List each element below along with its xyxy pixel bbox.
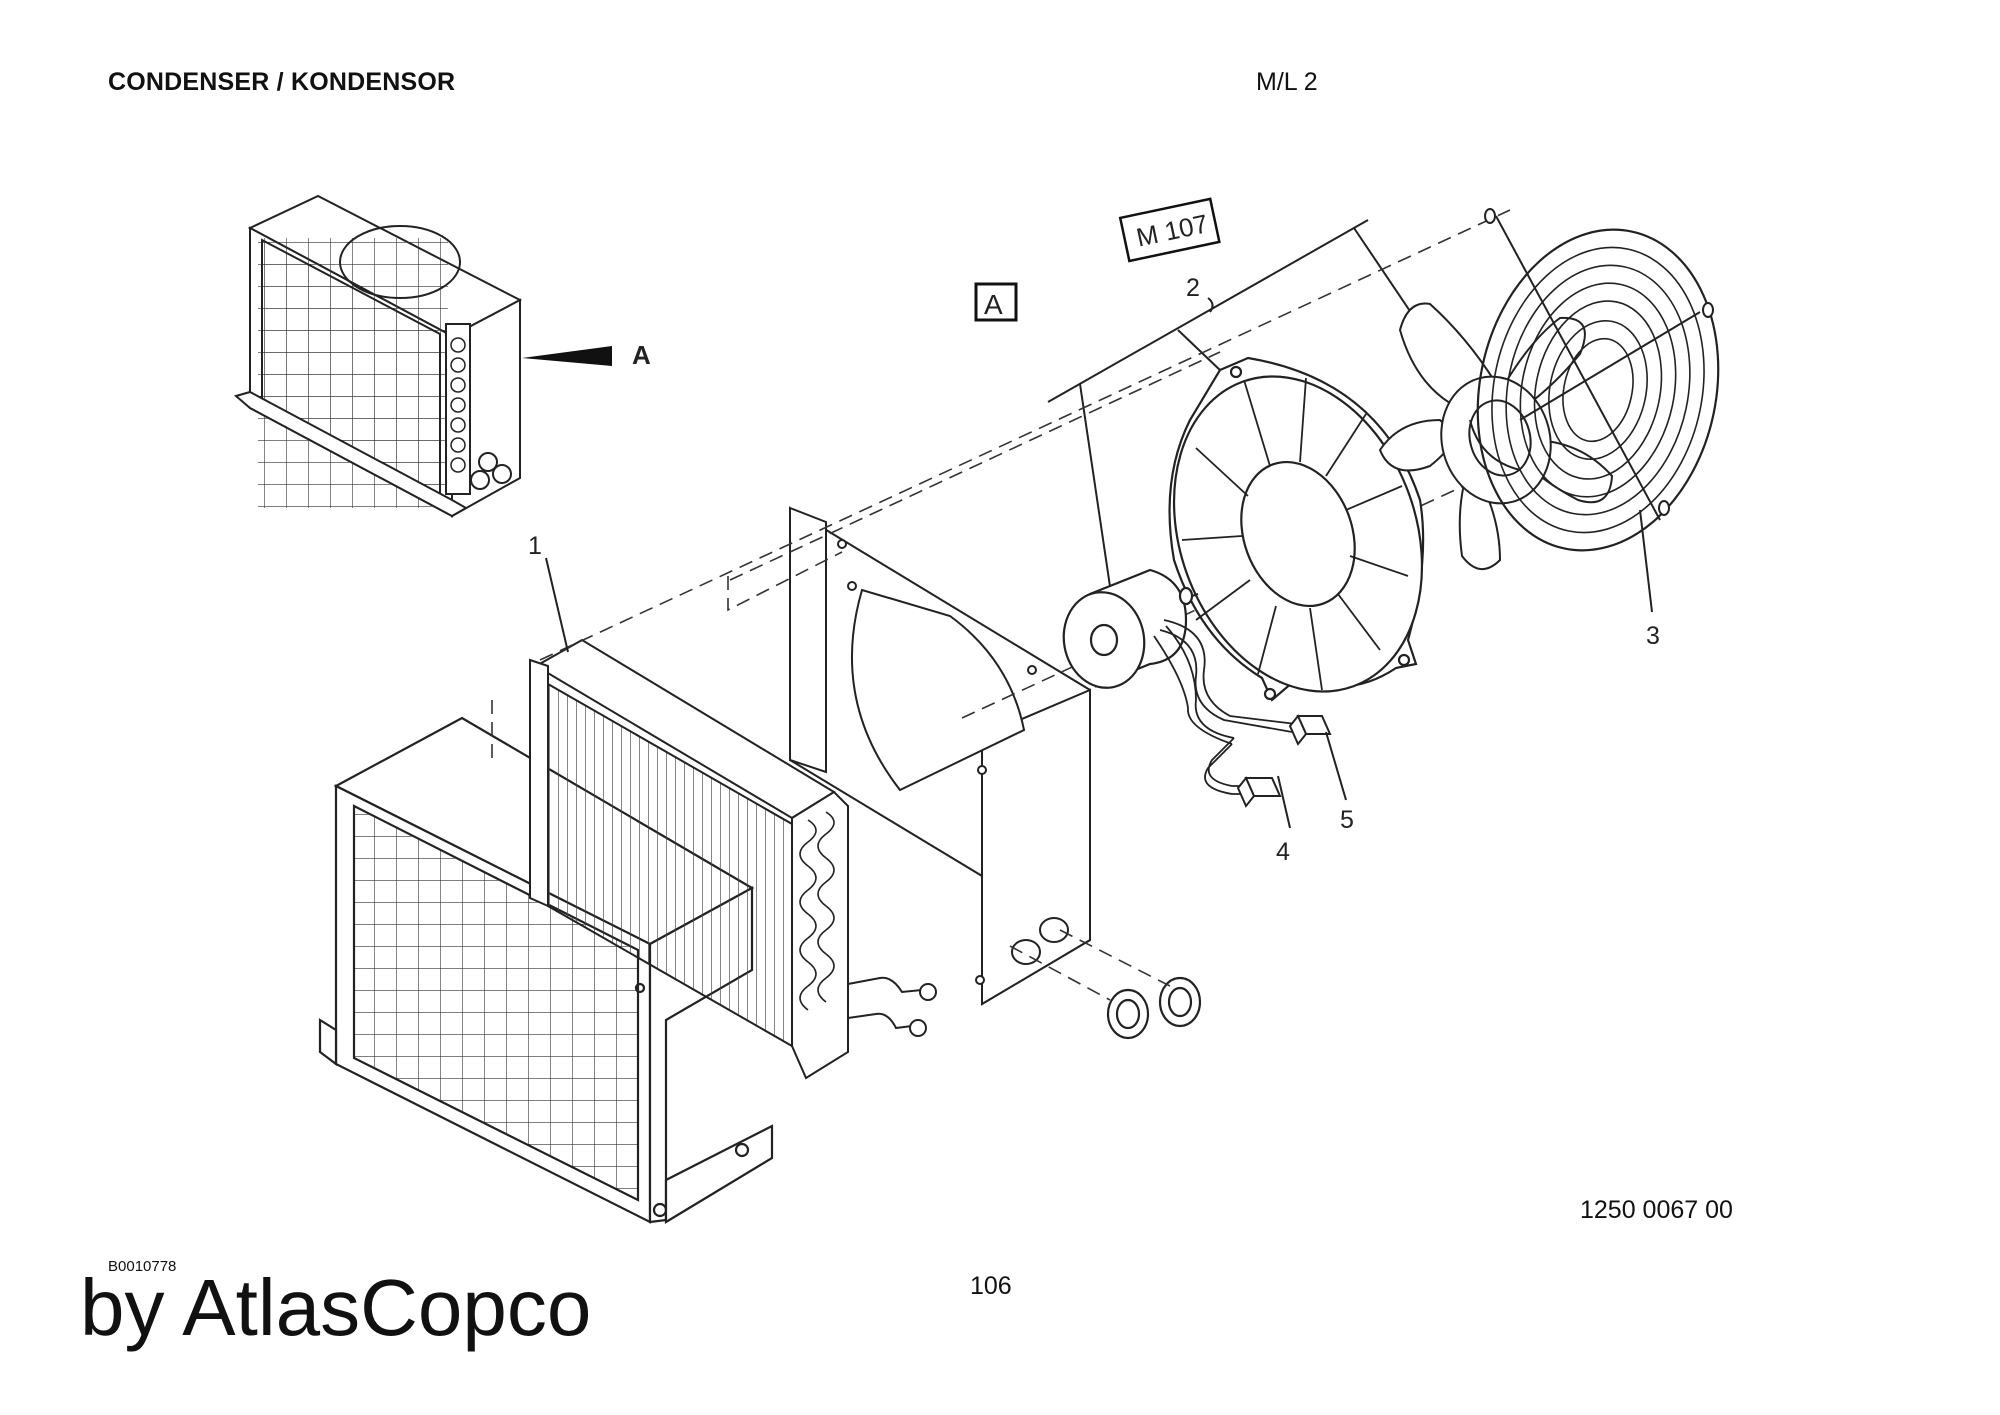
view-arrow bbox=[522, 346, 612, 366]
brand-watermark: by AtlasCopco bbox=[80, 1263, 592, 1352]
view-arrow-label: A bbox=[632, 340, 651, 370]
fan-guard bbox=[1476, 208, 1720, 552]
callout-leaders bbox=[545, 509, 1653, 829]
image-code: B0010778 bbox=[108, 1258, 177, 1275]
page-number: 106 bbox=[970, 1272, 1012, 1300]
motor-wires bbox=[1153, 619, 1297, 795]
grommets bbox=[1106, 976, 1202, 1040]
callout-1: 1 bbox=[528, 532, 542, 560]
page-title: CONDENSER / KONDENSOR bbox=[108, 68, 456, 96]
callout-2: 2 bbox=[1186, 274, 1200, 302]
assembly-lines bbox=[491, 209, 1521, 1001]
callout-3: 3 bbox=[1646, 622, 1660, 650]
callout-5: 5 bbox=[1340, 806, 1354, 834]
connectors bbox=[1236, 714, 1332, 808]
view-label: A bbox=[984, 289, 1003, 320]
view-label-box bbox=[974, 282, 1018, 322]
fan-shroud-plate bbox=[789, 506, 1091, 1006]
fan-motor bbox=[1062, 568, 1199, 689]
document-number: 1250 0067 00 bbox=[1580, 1196, 1733, 1224]
callout-4: 4 bbox=[1276, 838, 1290, 866]
condenser-coil bbox=[529, 638, 937, 1080]
module-label-group: M 107 bbox=[1118, 197, 1221, 263]
overview-unit bbox=[233, 194, 523, 518]
fan-ring bbox=[1168, 356, 1425, 702]
model-level: M/L 2 bbox=[1256, 68, 1318, 96]
